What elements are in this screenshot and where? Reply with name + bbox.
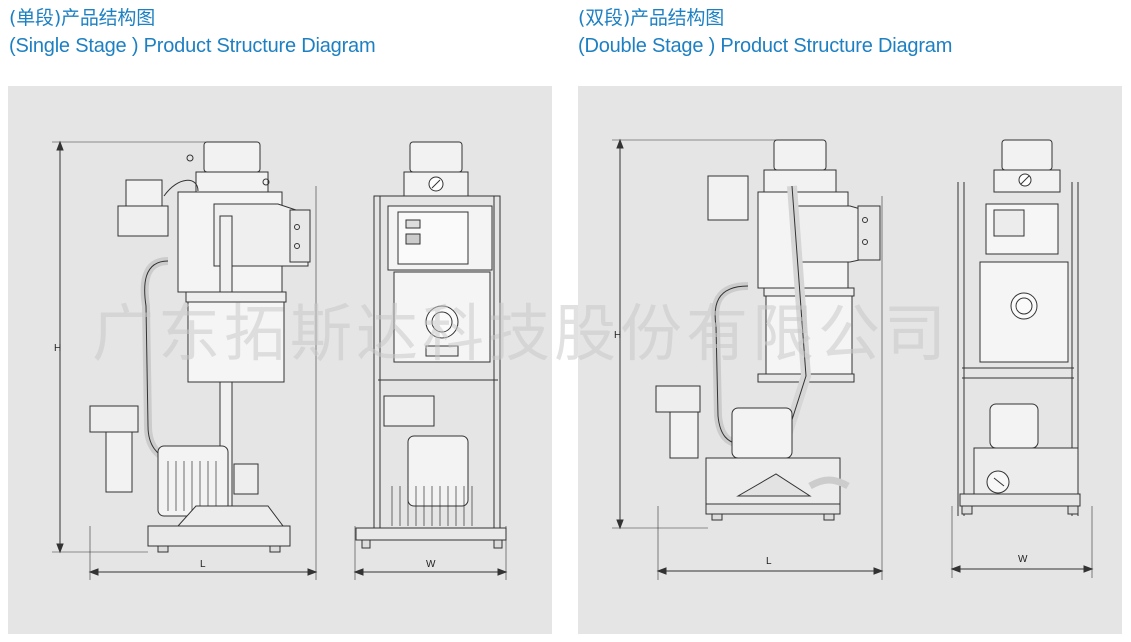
single-stage-title-cn: (单段)产品结构图 <box>9 7 156 29</box>
single-stage-title-en: (Single Stage ) Product Structure Diagra… <box>9 35 376 57</box>
double-stage-title-en: (Double Stage ) Product Structure Diagra… <box>578 35 953 57</box>
length-dimension: L <box>88 186 318 580</box>
single-stage-front-view <box>355 141 507 549</box>
width-dimension: W <box>353 526 508 580</box>
double-stage-side-view <box>655 139 881 521</box>
width-dimension: W <box>950 506 1094 578</box>
width-label: W <box>1018 554 1028 565</box>
double-stage-front-view <box>957 139 1081 516</box>
double-stage-title: (双段)产品结构图 (Double Stage ) Product Struct… <box>578 4 952 60</box>
length-dimension: L <box>656 196 884 580</box>
height-dimension: H <box>52 140 208 554</box>
single-stage-side-view <box>89 141 311 553</box>
double-stage-drawing: H L W <box>612 138 1094 580</box>
height-dimension: H <box>612 138 778 530</box>
length-label: L <box>200 559 206 570</box>
single-stage-title: (单段)产品结构图 (Single Stage ) Product Struct… <box>9 4 376 60</box>
double-stage-title-cn: (双段)产品结构图 <box>578 7 725 29</box>
width-label: W <box>426 559 436 570</box>
height-label: H <box>614 330 621 341</box>
single-stage-diagram-panel: H L W <box>8 86 552 634</box>
single-stage-drawing: H L W <box>52 140 508 580</box>
length-label: L <box>766 556 772 567</box>
height-label: H <box>54 343 61 354</box>
double-stage-diagram-panel: H L W <box>578 86 1122 634</box>
